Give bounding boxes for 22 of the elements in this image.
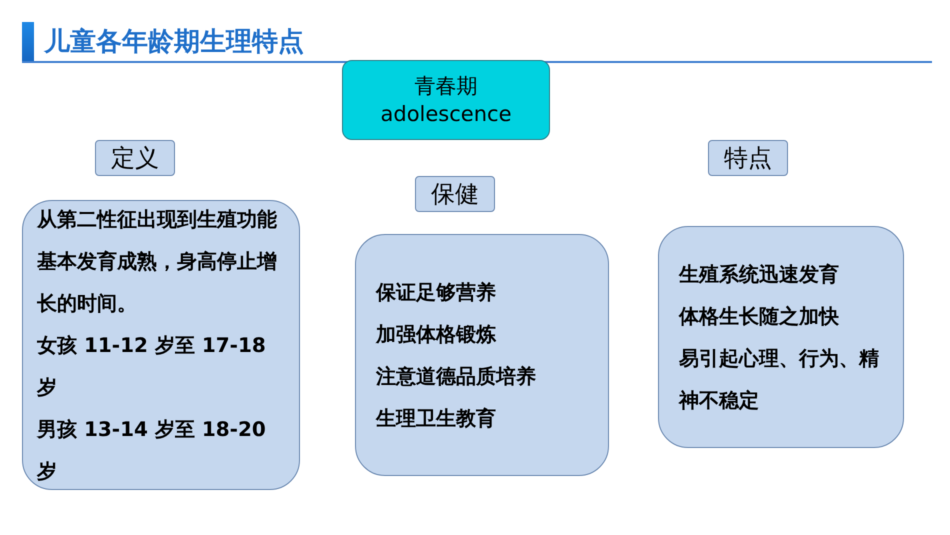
slide-title: 儿童各年龄期生理特点: [44, 26, 304, 59]
tag-text: 定义: [111, 143, 159, 174]
text-paragraph: 体格生长随之加快: [679, 303, 839, 330]
text-paragraph: 注意道德品质培养: [376, 363, 536, 390]
text-paragraph: 加强体格锻炼: [376, 321, 496, 348]
category-tag: [95, 140, 175, 176]
text-paragraph: 从第二性征出现到生殖功能基本发育成熟，身高停止增长的时间。: [37, 206, 278, 317]
tag-text: 保健: [431, 179, 479, 210]
text-paragraph: 生殖系统迅速发育: [679, 261, 839, 288]
content-panel: [658, 226, 904, 448]
category-tag: [415, 176, 495, 212]
category-tag: [708, 140, 788, 176]
content-panel: [355, 234, 609, 476]
heading-text: 青春期 adolescence: [380, 73, 512, 128]
text-paragraph: 生理卫生教育: [376, 405, 496, 432]
text-paragraph: 男孩 13-14 岁至 18-20 岁: [37, 416, 267, 485]
stage-heading-box: [342, 60, 550, 140]
content-panel: [22, 200, 300, 490]
text-paragraph: 易引起心理、行为、精神不稳定: [679, 345, 880, 414]
tag-text: 特点: [724, 143, 772, 174]
text-paragraph: 保证足够营养: [376, 279, 496, 306]
text-paragraph: 女孩 11-12 岁至 17-18 岁: [37, 332, 267, 401]
